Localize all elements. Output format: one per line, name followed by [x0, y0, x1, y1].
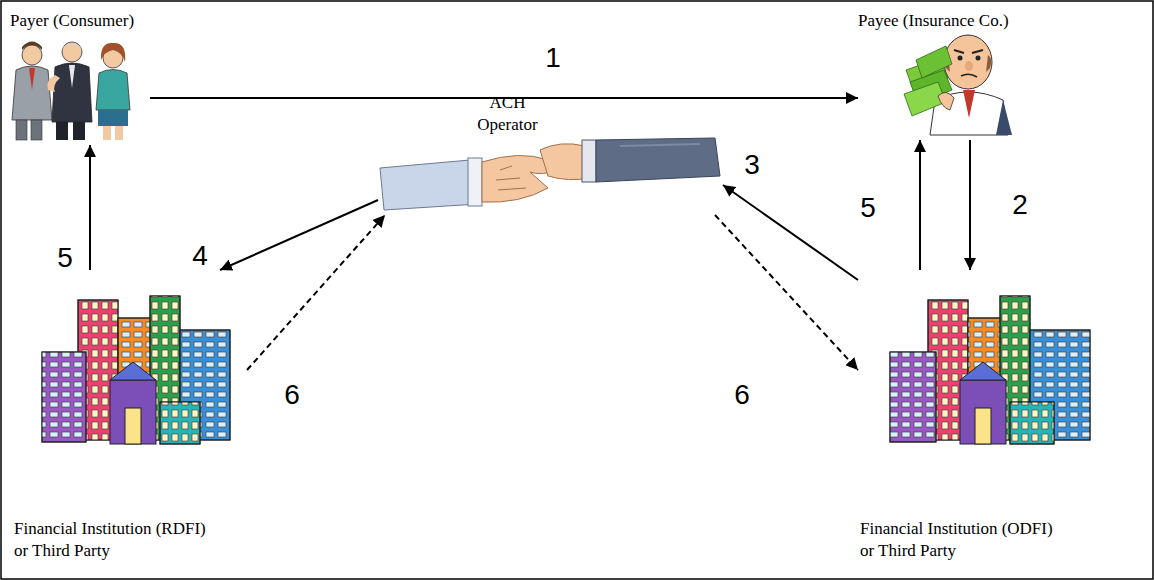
figure-node: Financial Institution (ODFI) or Third Pa… [858, 270, 1103, 565]
node-caption: ACH Operator [470, 92, 545, 136]
handshake-clipart [380, 138, 720, 210]
step-number: 5 [858, 192, 878, 224]
node-caption: Payee (Insurance Co.) [858, 10, 1009, 32]
flow-arrow [969, 140, 971, 270]
step-number: 4 [190, 240, 210, 272]
node-caption: Financial Institution (ODFI) or Third Pa… [860, 518, 1070, 562]
step-number: 6 [282, 379, 302, 411]
step-number: 3 [742, 149, 762, 181]
people-clipart [12, 42, 130, 141]
buildings-clipart [42, 296, 230, 444]
step-number: 2 [1010, 189, 1030, 221]
flow-arrow [715, 215, 858, 370]
step-number: 5 [55, 242, 75, 274]
figure-node: Payer (Consumer) [10, 10, 150, 145]
flow-arrow [89, 145, 91, 270]
buildings-clipart [890, 296, 1090, 444]
flow-arrow [919, 140, 921, 270]
node-caption: Payer (Consumer) [10, 10, 134, 32]
payee-clipart [904, 35, 1012, 135]
node-caption: Financial Institution (RDFI) or Third Pa… [14, 518, 224, 562]
figure-node: Financial Institution (RDFI) or Third Pa… [12, 270, 247, 565]
step-number: 6 [732, 379, 752, 411]
figure-node: Payee (Insurance Co.) [858, 10, 1018, 140]
flow-arrow [247, 215, 385, 370]
flow-arrow [723, 185, 858, 280]
step-number: 1 [543, 42, 563, 74]
flow-arrow [220, 200, 378, 270]
figure-node: ACH Operator [378, 92, 723, 215]
